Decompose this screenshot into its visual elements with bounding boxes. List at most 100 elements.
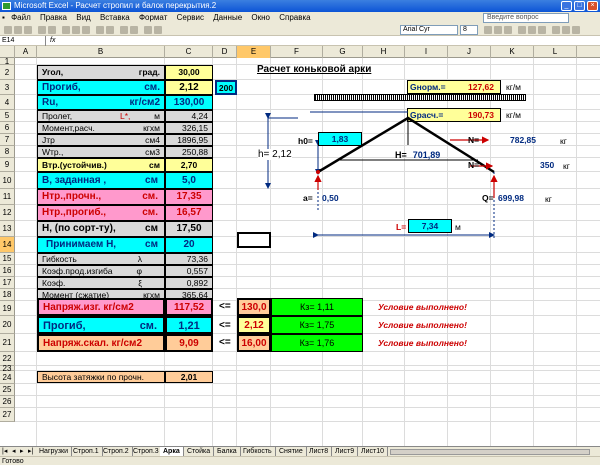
row-header[interactable]: 9 [0, 158, 15, 172]
paste-icon[interactable] [82, 26, 90, 34]
tab-next-icon[interactable]: ▸ [20, 448, 24, 455]
row-header[interactable]: 13 [0, 221, 15, 237]
row-header[interactable]: 25 [0, 384, 15, 396]
value-jtr[interactable]: 1896,95 [165, 134, 213, 146]
value-moment[interactable]: 326,15 [165, 122, 213, 134]
ask-question-input[interactable]: Введите вопрос [483, 13, 569, 23]
col-header-f[interactable]: F [271, 46, 323, 58]
menu-insert[interactable]: Вставка [99, 13, 130, 22]
label-htr-proch[interactable]: Нтр.,прочн.,см. [37, 189, 165, 205]
font-color-icon[interactable] [572, 26, 580, 34]
row-header[interactable]: 5 [0, 110, 15, 122]
label-h-sort[interactable]: Н, (по сорт-ту),см [37, 221, 165, 237]
tab-list9[interactable]: Лист9 [332, 447, 359, 456]
align-center-icon[interactable] [528, 26, 536, 34]
new-icon[interactable] [4, 26, 12, 34]
grasch-box[interactable]: Gрасч.=190,73 [407, 108, 501, 122]
tab-strop3[interactable]: Строп.3 [130, 447, 163, 456]
row-header[interactable]: 1 [0, 58, 15, 66]
underline-icon[interactable] [504, 26, 512, 34]
tab-snyatie[interactable]: Снятие [276, 447, 307, 456]
label-progib-top[interactable]: Прогиб,см. [37, 80, 165, 95]
label-progib[interactable]: Прогиб,см. [37, 316, 165, 334]
menu-file[interactable]: Файл [11, 13, 31, 22]
fx-icon[interactable]: fx [50, 37, 56, 44]
col-header-h[interactable]: H [363, 46, 405, 58]
gnorm-box[interactable]: Gнорм.=127,62 [407, 80, 501, 94]
tab-last-icon[interactable]: ▸| [28, 448, 34, 455]
label-koef[interactable]: Коэф.ξ [37, 277, 165, 289]
bold-icon[interactable] [484, 26, 492, 34]
print-icon[interactable] [38, 26, 46, 34]
tab-prev-icon[interactable]: ◂ [12, 448, 16, 455]
row-header[interactable]: 18 [0, 289, 15, 301]
row-header[interactable]: 22 [0, 352, 15, 366]
row-header[interactable]: 27 [0, 408, 15, 422]
label-wtr[interactable]: Wтр.,см3 [37, 146, 165, 158]
label-htr-progib[interactable]: Нтр.,прогиб.,см. [37, 205, 165, 221]
italic-icon[interactable] [494, 26, 502, 34]
col-header-j[interactable]: J [448, 46, 491, 58]
label-h-prin[interactable]: Принимаем Н,см [37, 237, 165, 253]
value-h-prin[interactable]: 20 [165, 237, 213, 253]
chart-icon[interactable] [144, 26, 152, 34]
row-header[interactable]: 15 [0, 253, 15, 265]
label-napr-skal[interactable]: Напряж.скал. кг/см2 [37, 334, 165, 352]
limit-progib[interactable]: 2,12 [237, 316, 271, 334]
undo-icon[interactable] [96, 26, 104, 34]
row-header[interactable]: 12 [0, 205, 15, 221]
sort-icon[interactable] [130, 26, 138, 34]
close-button[interactable]: × [587, 1, 598, 11]
tab-list10[interactable]: Лист10 [358, 447, 388, 456]
value-gibkost[interactable]: 73,36 [165, 253, 213, 265]
row-header[interactable]: 17 [0, 277, 15, 289]
tab-gibkost[interactable]: Гибкость [240, 447, 276, 456]
col-header-l[interactable]: L [534, 46, 577, 58]
value-h-sort[interactable]: 17,50 [165, 221, 213, 237]
tab-nagruzki[interactable]: Нагрузки [36, 447, 72, 456]
fill-color-icon[interactable] [562, 26, 570, 34]
label-napr-izg[interactable]: Напряж.изг. кг/см2 [37, 298, 165, 316]
value-b-zad[interactable]: 5,0 [165, 172, 213, 189]
menu-help[interactable]: Справка [279, 13, 311, 22]
row-header[interactable]: 4 [0, 95, 15, 110]
value-napr-skal[interactable]: 9,09 [165, 334, 213, 352]
align-left-icon[interactable] [518, 26, 526, 34]
col-header-i[interactable]: I [405, 46, 448, 58]
row-header[interactable]: 11 [0, 189, 15, 205]
value-koef[interactable]: 0,892 [165, 277, 213, 289]
row-header[interactable]: 20 [0, 316, 15, 334]
kz-napr-skal[interactable]: Кз= 1,76 [271, 334, 363, 352]
row-header[interactable]: 14 [0, 237, 15, 253]
label-zatyazhka[interactable]: Высота затяжки по прочн. [37, 371, 165, 383]
name-box[interactable]: E14 [0, 36, 46, 46]
tab-strop2[interactable]: Строп.2 [100, 447, 133, 456]
row-header[interactable]: 10 [0, 172, 15, 189]
value-progib[interactable]: 1,21 [165, 316, 213, 334]
zoom-icon[interactable] [154, 26, 162, 34]
minimize-button[interactable]: _ [561, 1, 572, 11]
value-vtr[interactable]: 2,70 [165, 158, 213, 172]
tab-arka[interactable]: Арка [160, 447, 184, 456]
menu-view[interactable]: Вид [76, 13, 91, 22]
value-napr-izg[interactable]: 117,52 [165, 298, 213, 316]
select-all-corner[interactable] [0, 46, 15, 58]
value-zatyazhka[interactable]: 2,01 [165, 371, 213, 383]
menu-window[interactable]: Окно [251, 13, 270, 22]
label-ru[interactable]: Ru,кг/см2 [37, 95, 165, 110]
col-header-c[interactable]: C [165, 46, 213, 58]
menu-edit[interactable]: Правка [39, 13, 68, 22]
row-header[interactable]: 2 [0, 65, 15, 80]
row-header[interactable]: 7 [0, 134, 15, 146]
row-header[interactable]: 16 [0, 265, 15, 277]
save-icon[interactable] [24, 26, 32, 34]
kz-progib[interactable]: Кз= 1,75 [271, 316, 363, 334]
align-right-icon[interactable] [538, 26, 546, 34]
row-header[interactable]: 26 [0, 396, 15, 408]
row-header[interactable]: 23 [0, 365, 15, 373]
menu-data[interactable]: Данные [213, 13, 243, 22]
tab-strop1[interactable]: Строп.1 [70, 447, 103, 456]
row-header[interactable]: 21 [0, 334, 15, 352]
row-header[interactable]: 24 [0, 371, 15, 384]
